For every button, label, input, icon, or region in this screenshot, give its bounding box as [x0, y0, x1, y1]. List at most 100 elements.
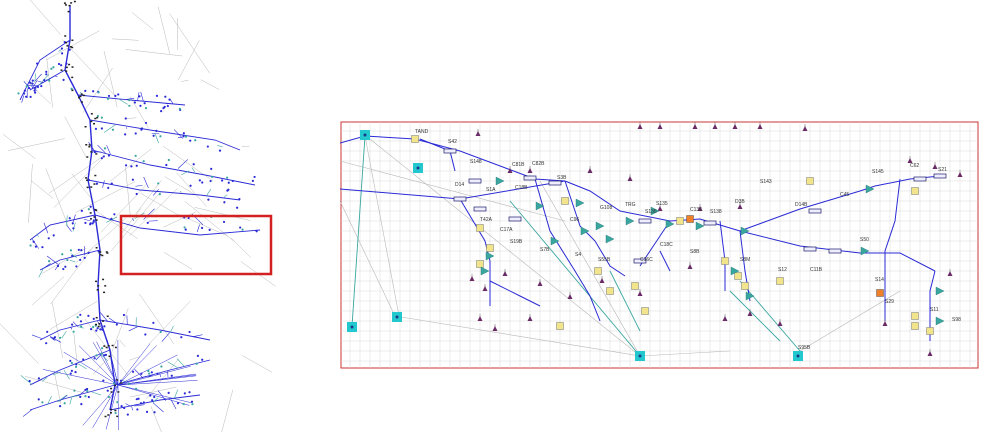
pin-icon — [737, 204, 743, 209]
sub-branch-line — [52, 371, 62, 376]
network-node — [91, 222, 94, 225]
node-marker — [116, 379, 119, 381]
sub-branch-line — [83, 218, 91, 222]
sub-branch-line — [21, 95, 25, 103]
sub-branch-line — [36, 233, 39, 237]
network-node — [142, 160, 145, 163]
node-marker — [95, 153, 98, 155]
network-node — [123, 406, 126, 410]
network-node — [80, 403, 83, 406]
sub-branch-line — [50, 336, 62, 343]
network-node — [182, 135, 185, 138]
grey-link — [28, 163, 33, 223]
pin-icon — [692, 124, 698, 129]
node-marker — [105, 251, 108, 253]
grey-link — [340, 160, 566, 222]
meter-triangle — [495, 176, 505, 186]
grey-link — [178, 214, 228, 237]
node-marker — [77, 96, 80, 99]
teal-link — [351, 135, 366, 327]
sub-branch-line — [206, 188, 212, 196]
grey-link — [51, 302, 64, 359]
node-marker — [70, 2, 73, 4]
network-node — [28, 379, 31, 383]
network-node — [178, 107, 181, 110]
network-node — [79, 320, 83, 323]
grey-link — [46, 58, 53, 108]
valve-box — [476, 224, 484, 232]
node-marker — [95, 247, 98, 249]
node-label: C82B — [532, 161, 545, 167]
node-marker — [110, 408, 113, 411]
network-node — [188, 391, 191, 394]
network-node — [89, 205, 92, 208]
blue-link — [594, 240, 626, 277]
node-label: S42 — [448, 139, 457, 145]
sub-branch-line — [22, 409, 33, 417]
network-node — [103, 354, 106, 357]
tank-core — [416, 166, 420, 170]
network-node — [60, 64, 63, 67]
network-node — [77, 248, 80, 251]
network-node — [34, 86, 37, 89]
network-node — [37, 398, 40, 401]
node-marker — [111, 344, 114, 347]
network-node — [31, 82, 34, 85]
network-node — [48, 79, 51, 82]
star-link — [105, 384, 119, 430]
node-marker — [90, 151, 93, 153]
network-node — [201, 358, 204, 361]
network-node — [71, 222, 74, 225]
pin-icon — [475, 131, 481, 136]
sub-branch-line — [132, 218, 135, 221]
grey-link — [64, 116, 87, 158]
network-node — [74, 370, 77, 374]
meter-triangle — [575, 198, 585, 208]
branch-line — [87, 179, 241, 201]
grey-link — [54, 372, 62, 405]
sub-branch-line — [140, 91, 144, 102]
node-marker — [117, 391, 120, 393]
network-node — [152, 134, 155, 137]
sub-branch-line — [177, 159, 189, 169]
node-label: S4 — [575, 252, 581, 258]
network-node — [31, 79, 34, 82]
sub-branch-line — [69, 259, 76, 263]
pipe-segment — [933, 173, 947, 179]
grey-link — [241, 145, 250, 147]
pin-icon — [507, 168, 513, 173]
sub-branch-line — [31, 334, 44, 340]
grey-link — [162, 145, 213, 181]
node-marker — [80, 93, 83, 95]
node-marker — [97, 285, 100, 287]
grey-link — [73, 333, 78, 365]
network-node — [76, 316, 79, 319]
grey-link — [0, 323, 39, 364]
network-node — [238, 197, 241, 201]
star-link — [117, 354, 178, 386]
grey-link — [394, 315, 641, 357]
grey-link — [169, 13, 210, 74]
node-label: C62 — [910, 163, 919, 169]
grey-link — [8, 138, 65, 151]
network-node — [120, 404, 123, 408]
network-node — [131, 370, 135, 373]
network-node — [17, 92, 20, 95]
sub-branch-line — [166, 102, 172, 105]
network-node — [144, 107, 148, 110]
sub-branch-line — [58, 394, 68, 402]
sub-branch-line — [169, 325, 174, 333]
star-link — [117, 374, 196, 386]
network-node — [106, 389, 109, 392]
network-node — [168, 98, 171, 101]
network-node — [183, 392, 186, 395]
node-marker — [110, 391, 113, 393]
node-marker — [105, 346, 108, 349]
node-label: S143 — [760, 179, 772, 185]
network-node — [227, 181, 230, 184]
network-node — [183, 226, 186, 229]
network-node — [86, 389, 89, 393]
network-node — [255, 230, 258, 233]
meter-triangle — [550, 236, 560, 246]
network-node — [149, 394, 152, 397]
